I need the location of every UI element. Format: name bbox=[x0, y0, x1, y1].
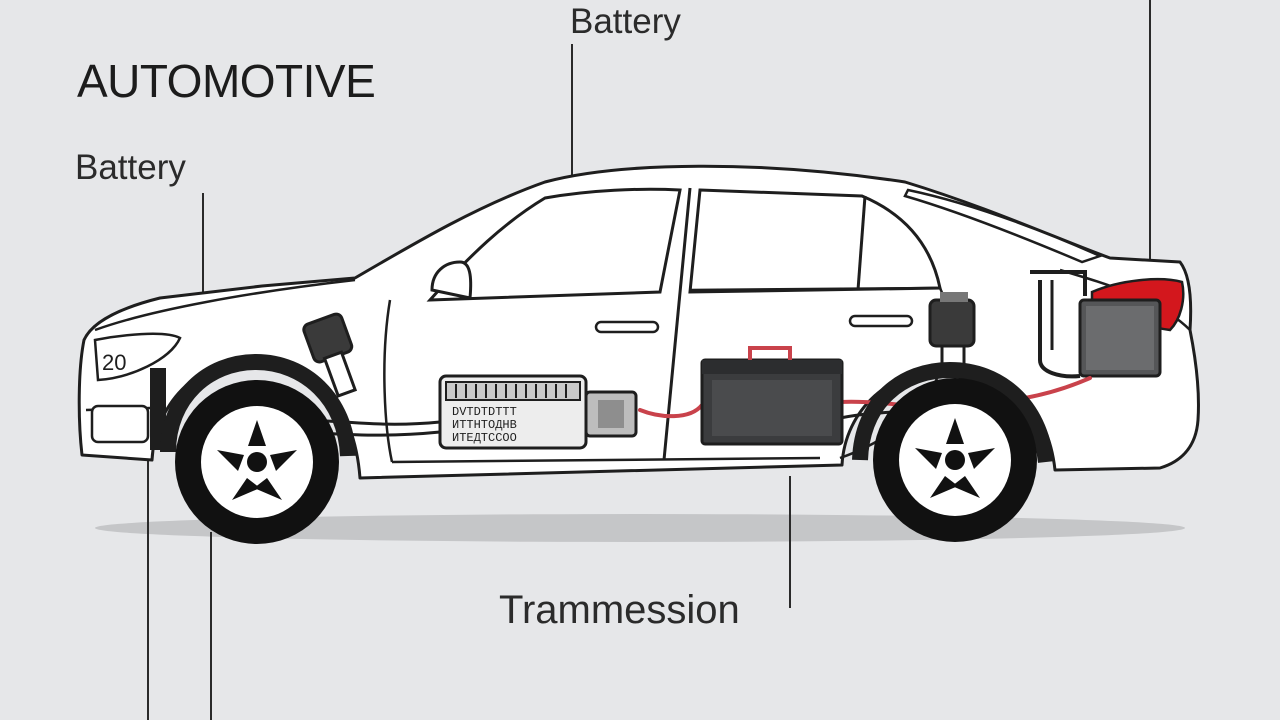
diagram-title: AUTOMOTIVE bbox=[77, 55, 376, 107]
side-mirror bbox=[430, 260, 473, 300]
rear-wheel-arch bbox=[852, 361, 1054, 464]
battery-pack: DVTDTDTTT ИТТНТОДНВ ИТЕДТССОО bbox=[438, 374, 638, 450]
rear-wheel bbox=[873, 378, 1037, 542]
label-transmission: Trammession bbox=[499, 588, 740, 632]
front-door-handle bbox=[594, 320, 660, 334]
front-window bbox=[426, 187, 682, 302]
battery-12v bbox=[700, 346, 844, 446]
rocker-line bbox=[391, 456, 821, 464]
label-battery-left: Battery bbox=[75, 148, 186, 187]
rear-quarter-window bbox=[903, 188, 1104, 264]
hood-line bbox=[94, 278, 356, 332]
battery-pack-text-3: ИТЕДТССОО bbox=[452, 431, 517, 445]
c-pillar bbox=[856, 195, 867, 291]
fog-light bbox=[90, 404, 150, 444]
front-strut bbox=[302, 312, 358, 398]
rear-strut bbox=[928, 292, 976, 378]
front-wheel-arch bbox=[160, 353, 356, 457]
rear-module-cable bbox=[1038, 280, 1081, 379]
front-plate-text: 20 bbox=[102, 350, 127, 375]
front-wheel bbox=[175, 380, 339, 544]
front-grille-shadow bbox=[150, 368, 166, 450]
headlight bbox=[93, 332, 182, 382]
front-door-line bbox=[383, 299, 394, 463]
battery-pack-text-2: ИТТНТОДНВ bbox=[452, 418, 517, 432]
battery-pack-text-1: DVTDTDTTT bbox=[452, 405, 517, 419]
label-battery-top: Battery bbox=[570, 2, 681, 41]
rear-door-handle bbox=[848, 314, 914, 328]
